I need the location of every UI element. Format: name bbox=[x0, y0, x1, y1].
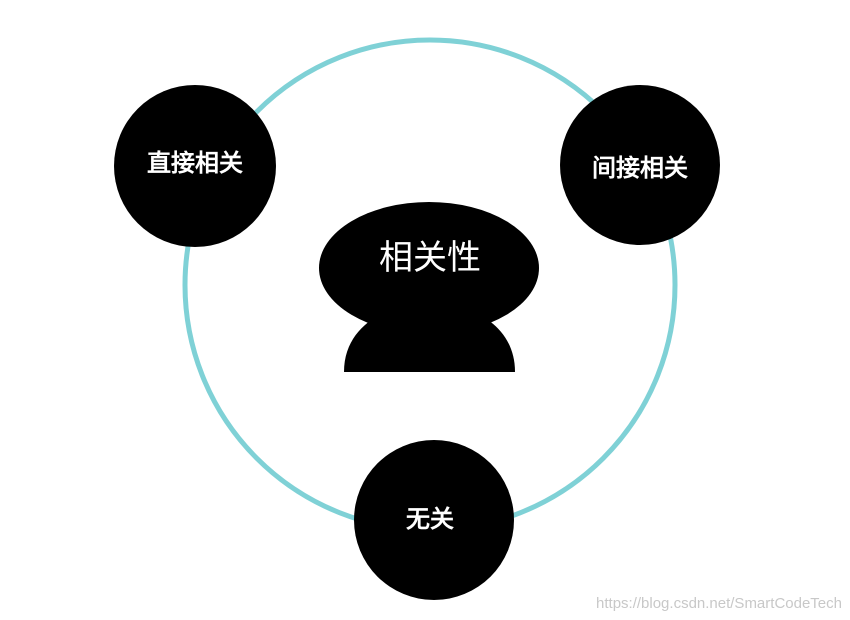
node-unrelated-label: 无关 bbox=[406, 505, 454, 533]
node-indirect-label: 间接相关 bbox=[592, 154, 688, 182]
watermark-text: https://blog.csdn.net/SmartCodeTech bbox=[596, 595, 842, 612]
node-indirect: 间接相关 bbox=[560, 85, 720, 245]
center-node: 相关性 bbox=[319, 202, 539, 372]
node-indirect-circle bbox=[560, 85, 720, 245]
node-unrelated-circle bbox=[354, 440, 514, 600]
node-unrelated: 无关 bbox=[354, 440, 514, 600]
center-node-top bbox=[319, 202, 539, 334]
center-label: 相关性 bbox=[379, 238, 481, 278]
node-direct-label: 直接相关 bbox=[147, 149, 243, 177]
node-direct: 直接相关 bbox=[114, 85, 276, 247]
node-direct-circle bbox=[114, 85, 276, 247]
